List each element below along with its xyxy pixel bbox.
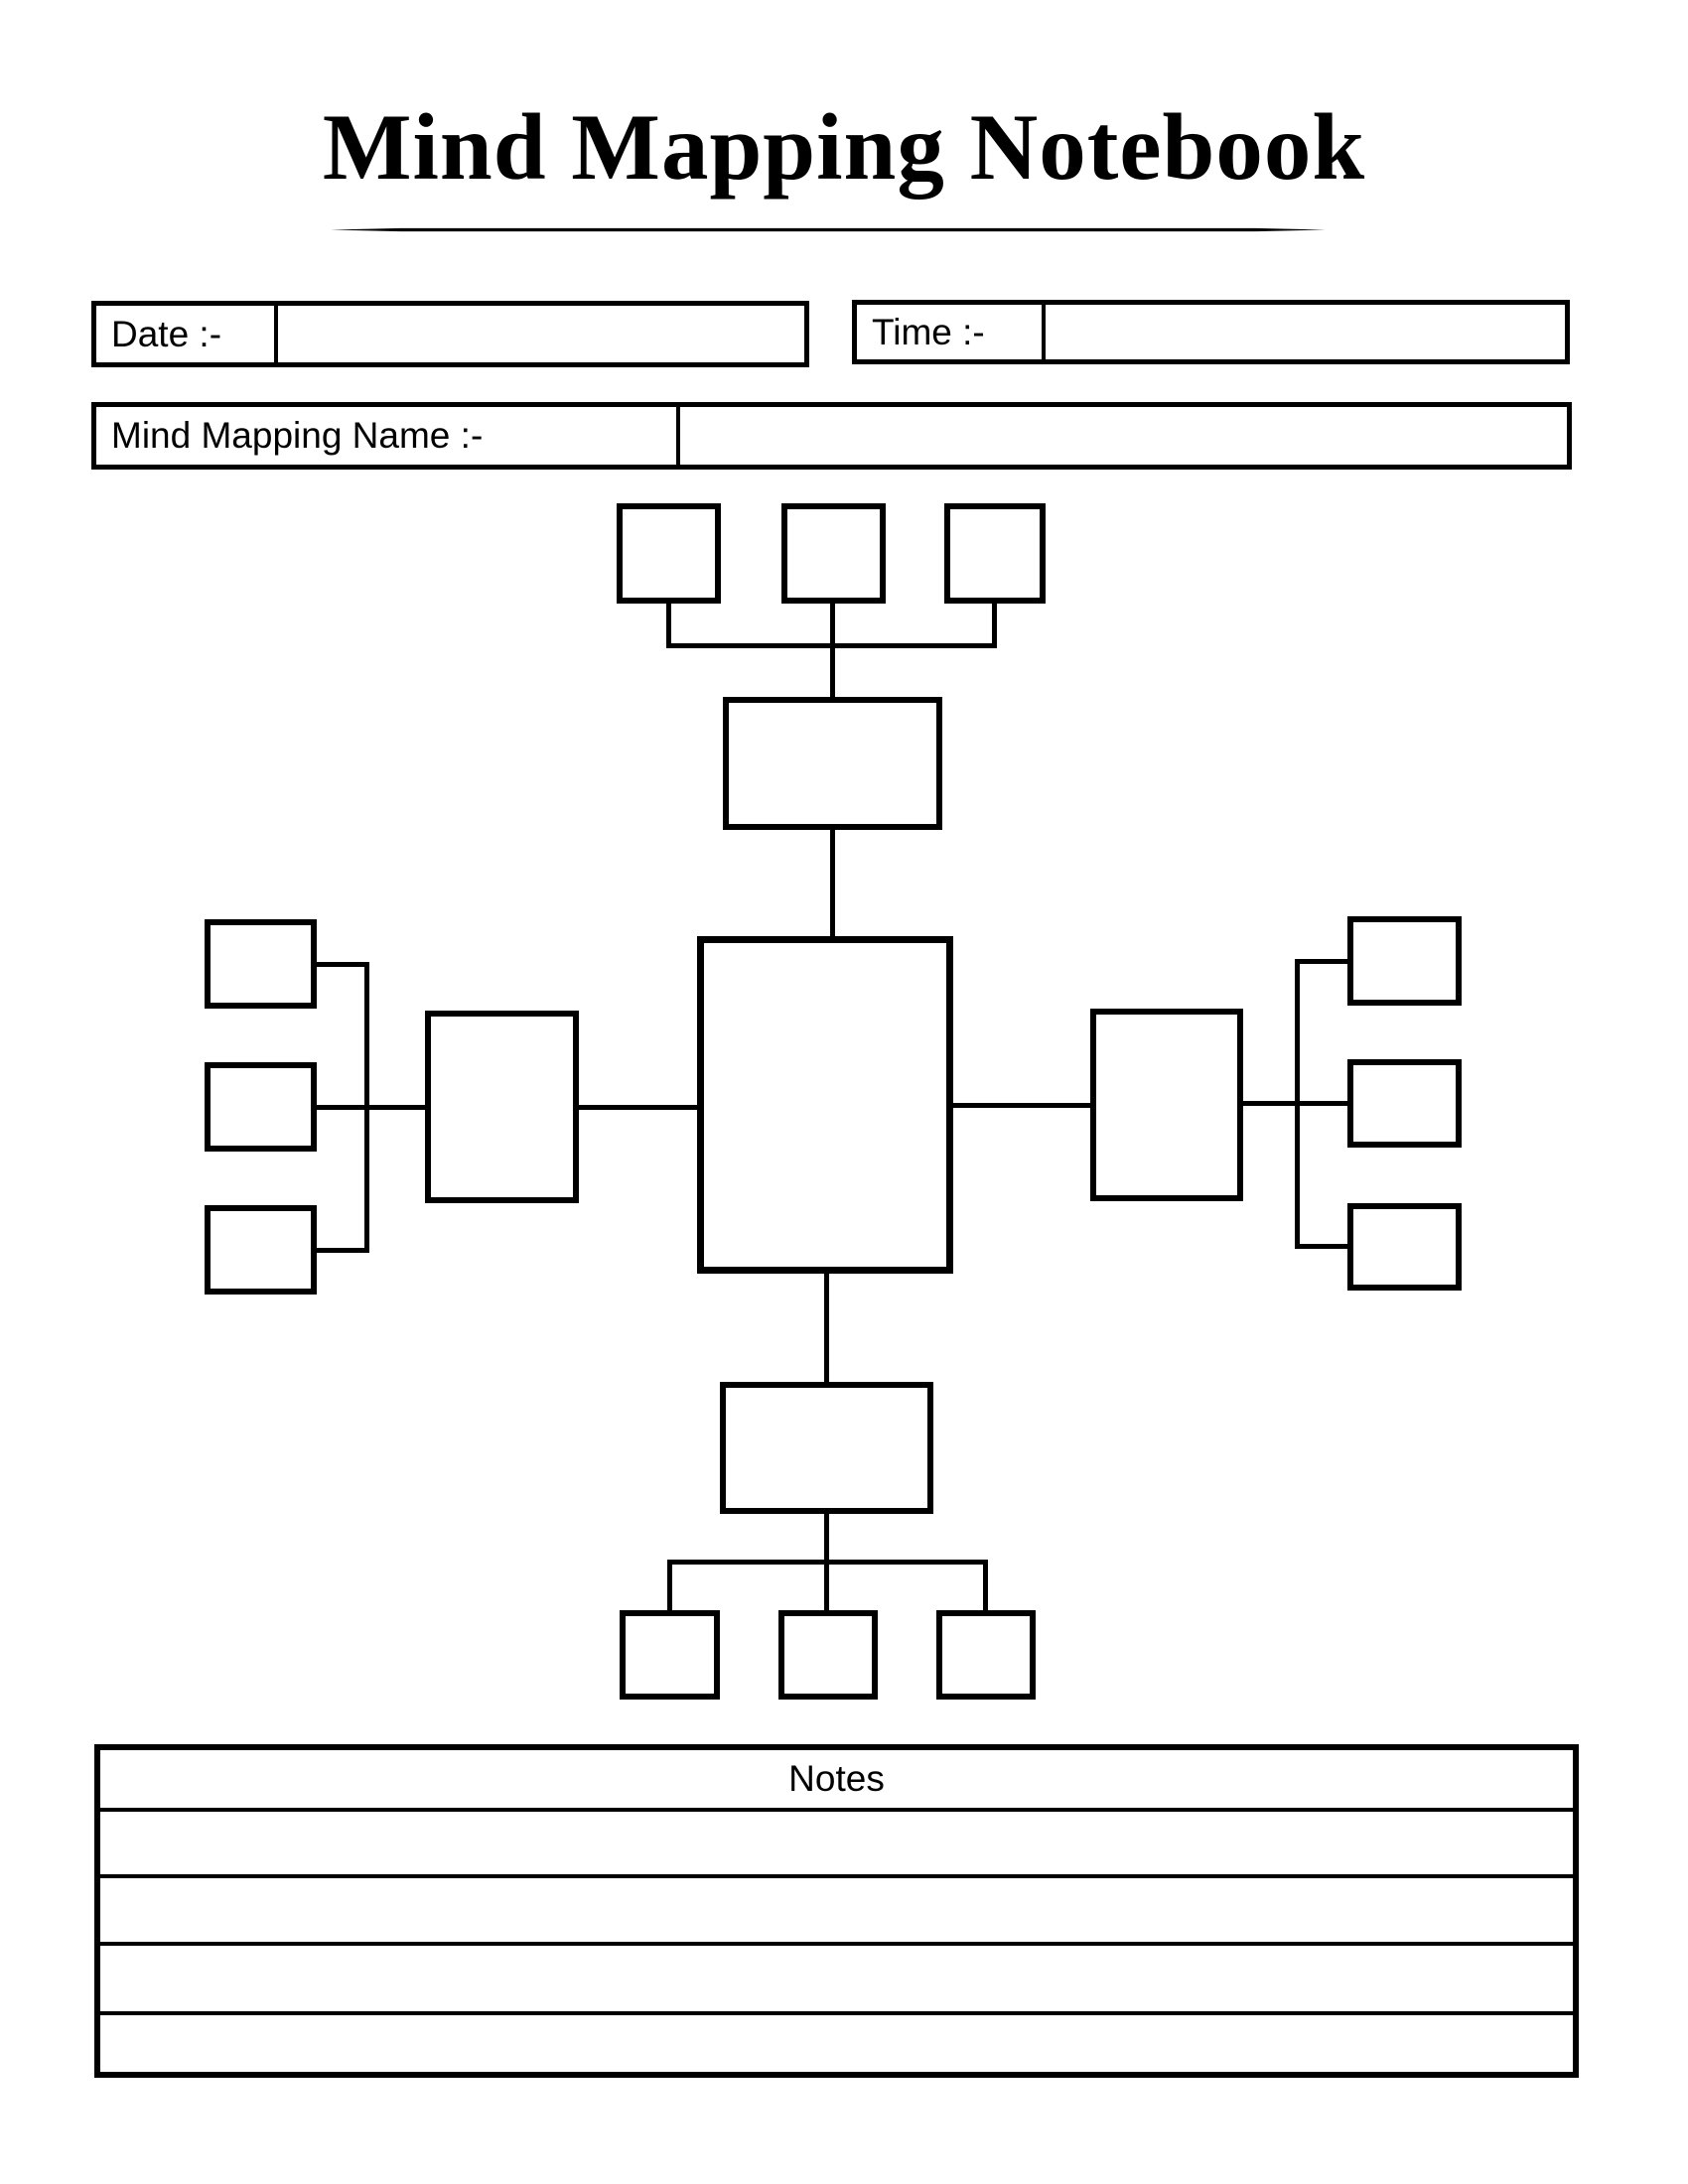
- connector-line: [830, 604, 835, 697]
- mind-mapping-name-field: Mind Mapping Name :-: [91, 402, 1572, 470]
- connector-line: [579, 1105, 697, 1110]
- right-leaf-box-1[interactable]: [1347, 916, 1462, 1006]
- notes-line[interactable]: [100, 2015, 1573, 2072]
- connector-line: [953, 1103, 1090, 1108]
- connector-line: [1295, 959, 1347, 964]
- notes-line[interactable]: [100, 1878, 1573, 1946]
- top-branch-box[interactable]: [723, 697, 942, 830]
- left-leaf-box-3[interactable]: [205, 1205, 317, 1295]
- bottom-branch-box[interactable]: [720, 1382, 933, 1514]
- left-leaf-box-1[interactable]: [205, 919, 317, 1009]
- connector-line: [983, 1560, 988, 1610]
- time-field: Time :-: [852, 300, 1570, 364]
- top-leaf-box-2[interactable]: [781, 503, 886, 604]
- bottom-leaf-box-2[interactable]: [778, 1610, 878, 1700]
- notes-line[interactable]: [100, 1812, 1573, 1878]
- right-leaf-box-3[interactable]: [1347, 1203, 1462, 1291]
- left-branch-box[interactable]: [425, 1011, 579, 1203]
- time-label: Time :-: [857, 305, 1046, 359]
- connector-line: [824, 1274, 829, 1382]
- date-field: Date :-: [91, 301, 809, 367]
- date-label: Date :-: [96, 306, 278, 362]
- bottom-leaf-box-3[interactable]: [936, 1610, 1036, 1700]
- right-branch-box[interactable]: [1090, 1009, 1243, 1201]
- connector-line: [666, 604, 671, 648]
- left-leaf-box-2[interactable]: [205, 1062, 317, 1152]
- bottom-leaf-box-1[interactable]: [620, 1610, 720, 1700]
- notes-line[interactable]: [100, 1946, 1573, 2015]
- connector-line: [830, 830, 835, 936]
- connector-line: [317, 1248, 369, 1253]
- page-title: Mind Mapping Notebook: [322, 94, 1366, 200]
- title-divider: [331, 227, 1326, 232]
- notes-section: Notes: [94, 1744, 1579, 2078]
- time-input[interactable]: [1046, 305, 1565, 359]
- connector-line: [317, 1105, 425, 1110]
- connector-line: [992, 604, 997, 648]
- central-topic-box[interactable]: [697, 936, 953, 1274]
- connector-line: [1295, 959, 1300, 1249]
- connector-line: [317, 962, 369, 967]
- top-leaf-box-1[interactable]: [617, 503, 721, 604]
- mind-mapping-name-input[interactable]: [680, 407, 1567, 465]
- right-leaf-box-2[interactable]: [1347, 1059, 1462, 1148]
- notes-title: Notes: [100, 1750, 1573, 1812]
- connector-line: [667, 1560, 672, 1610]
- mind-mapping-name-label: Mind Mapping Name :-: [96, 407, 680, 465]
- connector-line: [1295, 1244, 1347, 1249]
- top-leaf-box-3[interactable]: [944, 503, 1046, 604]
- connector-line: [667, 1560, 988, 1565]
- date-input[interactable]: [278, 306, 804, 362]
